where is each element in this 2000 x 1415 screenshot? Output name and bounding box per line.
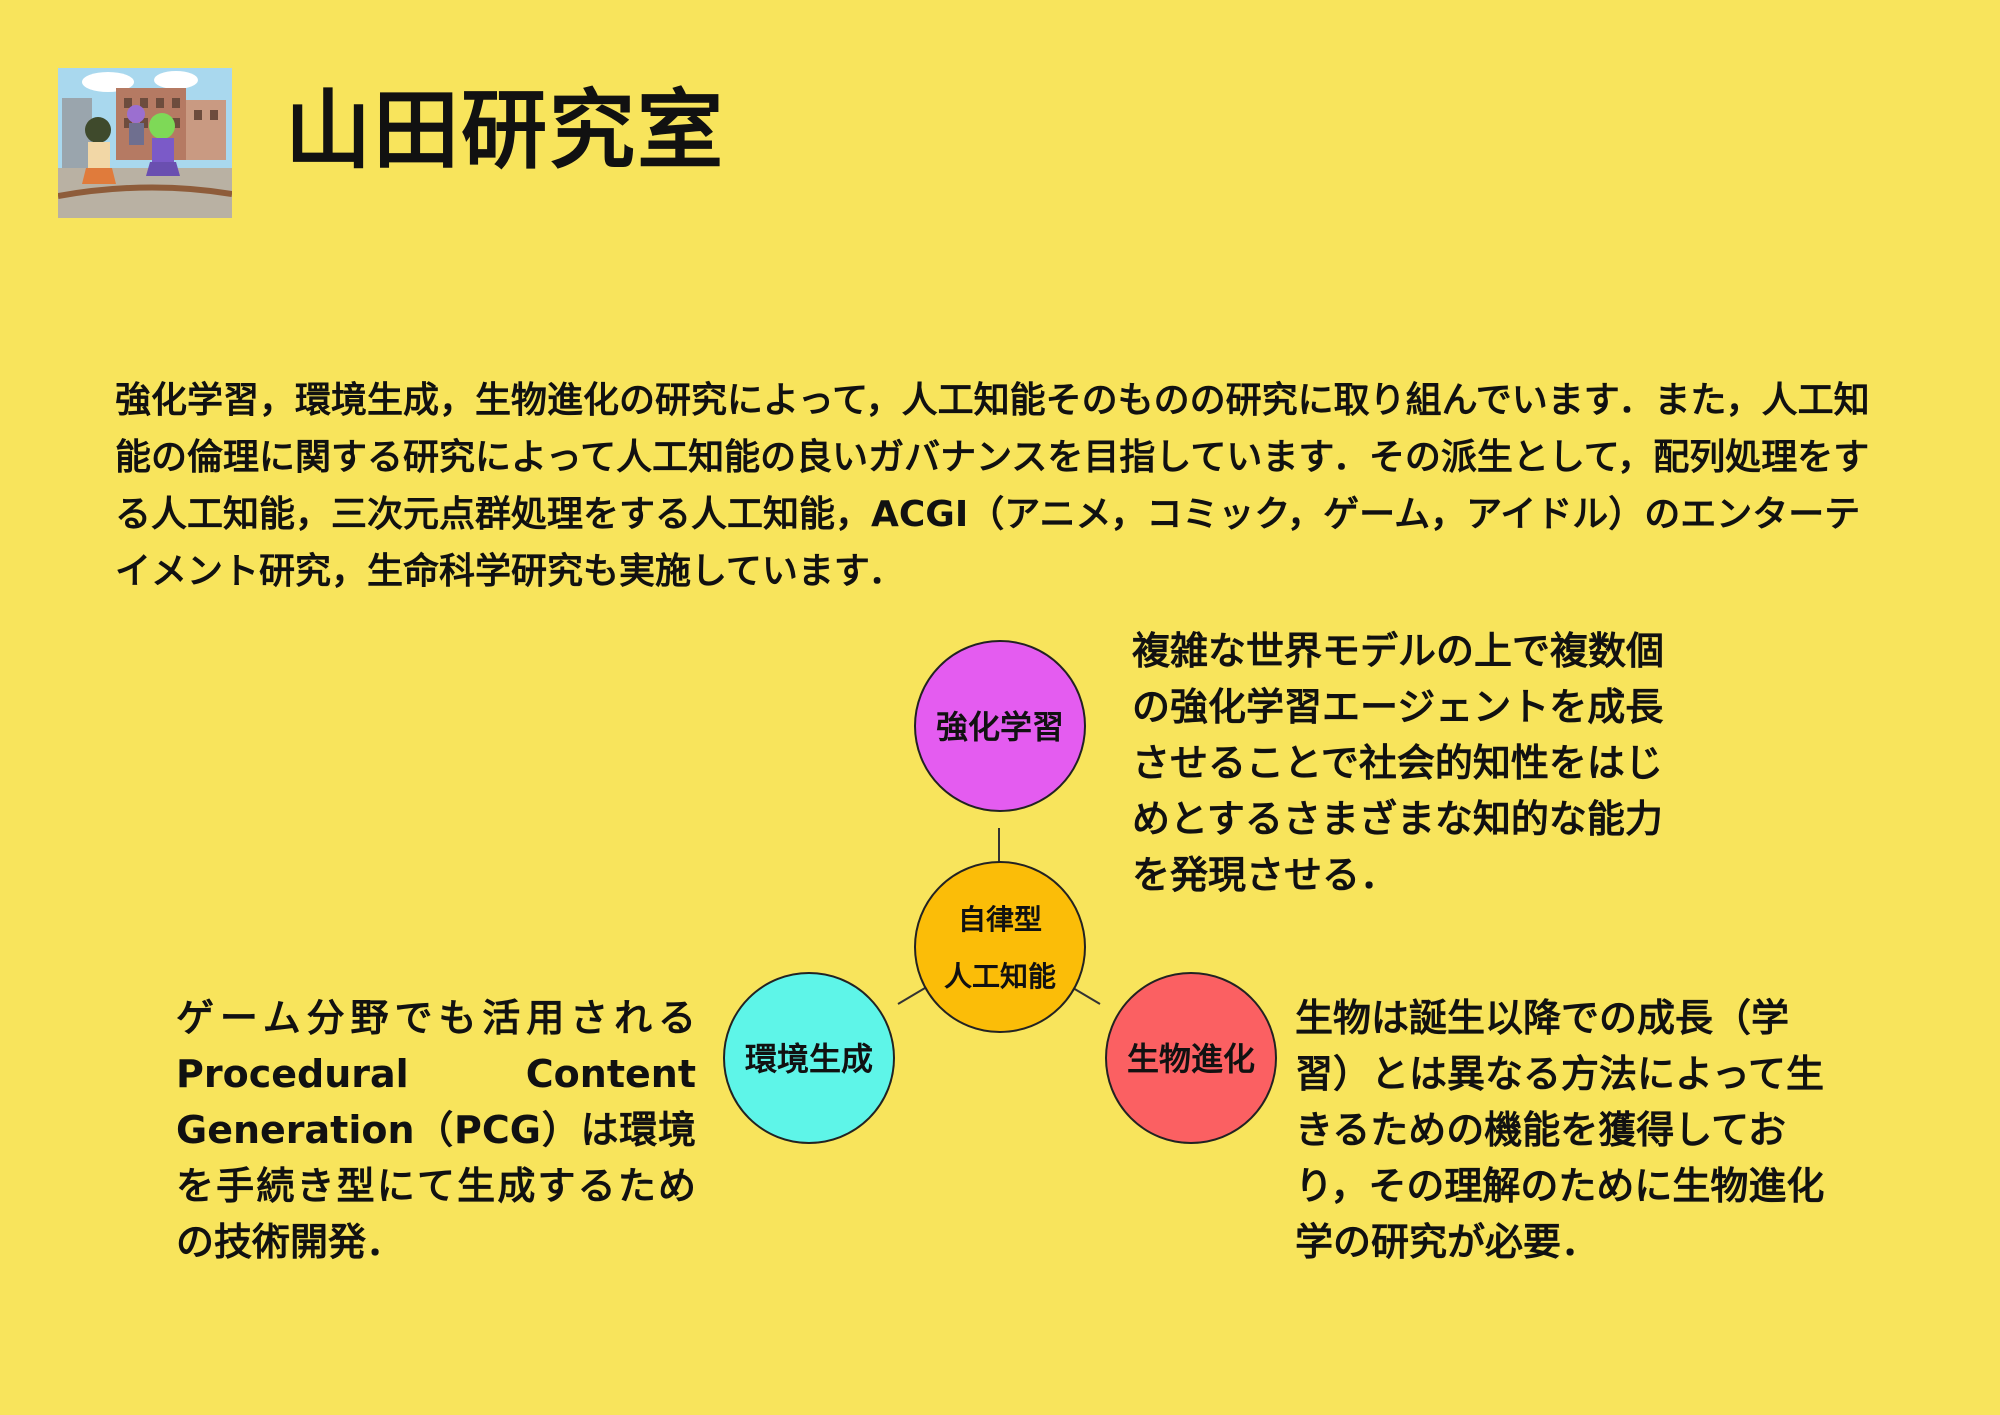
page-title: 山田研究室 [285,81,725,181]
env-node-label: 環境生成 [745,1040,873,1078]
center-node [914,861,1086,1033]
center-node-label-line1: 自律型 [958,903,1042,936]
evo-description: 生物は誕生以降での成長（学習）とは異なる方法によって生きるための機能を獲得してお… [1295,996,1825,1264]
env-description: ゲーム分野でも活用されるProcedural Content Generatio… [176,996,696,1264]
connector-line-evo [1072,987,1101,1005]
rl-description: 複雑な世界モデルの上で複数個の強化学習エージェントを成長させることで社会的知性を… [1132,629,1665,897]
env-node [723,972,895,1144]
center-node-label-line2: 人工知能 [944,960,1056,993]
rl-node [914,640,1086,812]
connector-line-env [897,987,926,1005]
intro-paragraph: 強化学習，環境生成，生物進化の研究によって，人工知能そのものの研究に取り組んでい… [115,380,1870,592]
rl-node-label: 強化学習 [936,708,1064,746]
evo-node-label: 生物進化 [1127,1040,1255,1078]
lab-illustration-icon [58,68,232,218]
evo-node [1105,972,1277,1144]
